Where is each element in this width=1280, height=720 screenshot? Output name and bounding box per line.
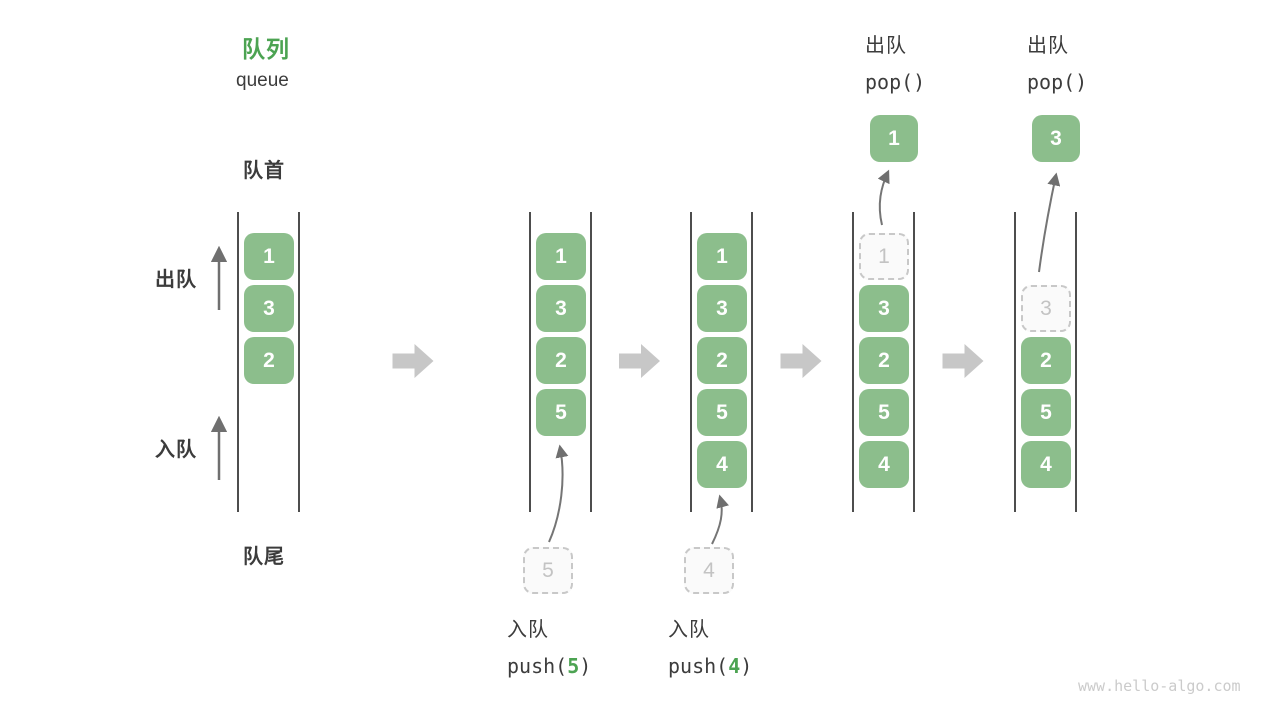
queue-cell: 5	[697, 389, 747, 436]
op-code-text: )	[579, 654, 592, 678]
dequeue-op-annotation: 出队 pop()	[865, 28, 925, 100]
queue-wall-right	[590, 212, 592, 512]
op-code-text: push(	[507, 654, 568, 678]
queue-wall-right	[751, 212, 753, 512]
op-code: pop()	[1027, 64, 1087, 100]
queue-wall-right	[1075, 212, 1077, 512]
op-code-text: )	[740, 654, 753, 678]
enqueue-side-label: 入队	[155, 439, 197, 461]
queue-cell: 4	[697, 441, 747, 488]
op-label: 出队	[865, 35, 907, 57]
element-move-arrow	[711, 494, 729, 545]
element-move-arrow	[548, 444, 569, 543]
next-state-arrow	[619, 344, 660, 378]
queue-cell: 3	[697, 285, 747, 332]
enqueue-op-annotation: 入队 push(4)	[668, 612, 752, 684]
queue-cell: 2	[536, 337, 586, 384]
op-code-arg: 4	[728, 654, 741, 678]
queue-cell: 3	[536, 285, 586, 332]
queue-wall-left	[690, 212, 692, 512]
queue-wall-left	[237, 212, 239, 512]
queue-cell: 2	[859, 337, 909, 384]
queue-cell: 3	[859, 285, 909, 332]
queue-cell: 1	[536, 233, 586, 280]
queue-wall-left	[852, 212, 854, 512]
watermark: www.hello-algo.com	[1078, 677, 1241, 695]
queue-cell-dashed: 1	[859, 233, 909, 280]
queue-wall-right	[298, 212, 300, 512]
dequeue-op-annotation: 出队 pop()	[1027, 28, 1087, 100]
op-code: pop()	[865, 64, 925, 100]
queue-cell: 1	[697, 233, 747, 280]
diagram-subtitle: queue	[236, 70, 289, 91]
queue-cell: 4	[859, 441, 909, 488]
queue-cell-dashed: 3	[1021, 285, 1071, 332]
diagram-title: 队列	[242, 36, 290, 62]
op-code: push(5)	[507, 648, 591, 684]
element-move-arrow	[877, 169, 890, 226]
op-code-text: pop()	[865, 70, 926, 94]
element-move-arrow	[1038, 172, 1061, 273]
queue-cell: 4	[1021, 441, 1071, 488]
op-code: push(4)	[668, 648, 752, 684]
op-code-arg: 5	[567, 654, 580, 678]
staged-element-box: 4	[684, 547, 734, 594]
queue-cell: 1	[244, 233, 294, 280]
queue-wall-right	[913, 212, 915, 512]
enqueue-op-annotation: 入队 push(5)	[507, 612, 591, 684]
queue-front-label: 队首	[243, 160, 285, 182]
popped-element-box: 1	[870, 115, 918, 162]
popped-element-box: 3	[1032, 115, 1080, 162]
next-state-arrow	[780, 344, 822, 378]
queue-cell: 5	[859, 389, 909, 436]
queue-wall-left	[1014, 212, 1016, 512]
queue-cell: 2	[244, 337, 294, 384]
queue-cell: 5	[536, 389, 586, 436]
queue-cell: 5	[1021, 389, 1071, 436]
op-label: 入队	[668, 619, 710, 641]
op-code-text: pop()	[1027, 70, 1088, 94]
queue-rear-label: 队尾	[243, 546, 285, 568]
op-code-text: push(	[668, 654, 729, 678]
dequeue-side-label: 出队	[155, 269, 197, 291]
queue-cell: 2	[697, 337, 747, 384]
next-state-arrow	[942, 344, 984, 378]
op-label: 出队	[1027, 35, 1069, 57]
queue-cell: 2	[1021, 337, 1071, 384]
queue-wall-left	[529, 212, 531, 512]
op-label: 入队	[507, 619, 549, 641]
next-state-arrow	[392, 344, 434, 378]
queue-cell: 3	[244, 285, 294, 332]
staged-element-box: 5	[523, 547, 573, 594]
